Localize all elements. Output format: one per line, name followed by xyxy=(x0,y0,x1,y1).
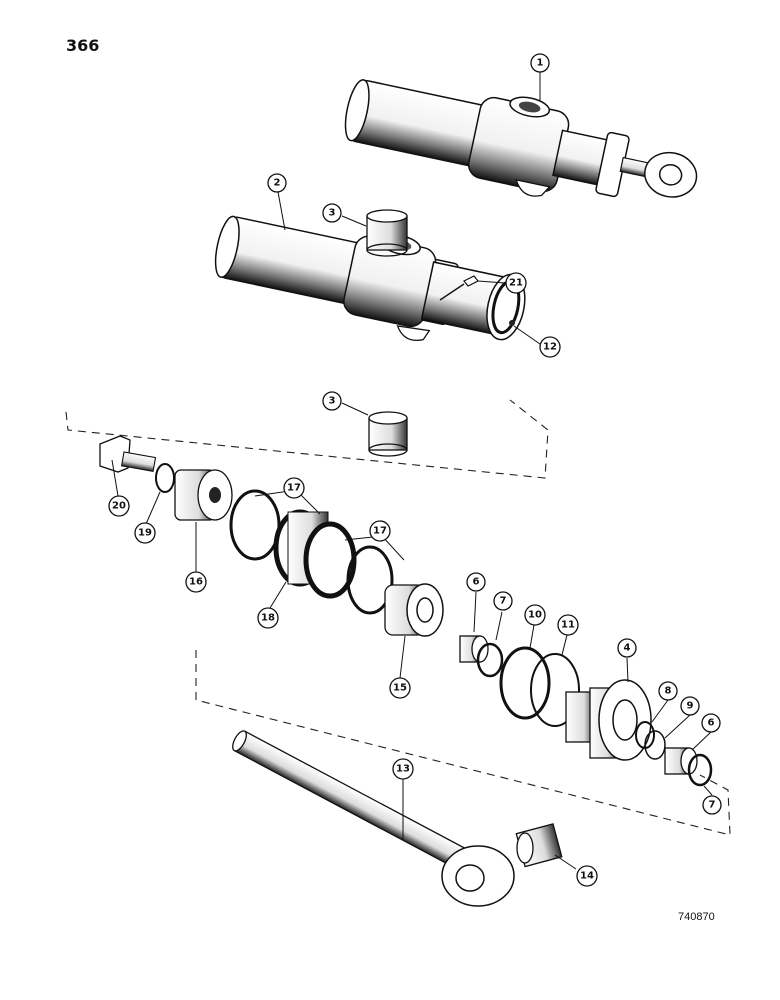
wear-ring xyxy=(229,489,281,561)
callout-17-second: 17 xyxy=(369,520,391,542)
callout-1: 1 xyxy=(530,53,550,73)
dashed-group-boundary-lower xyxy=(195,650,731,836)
svg-text:10: 10 xyxy=(528,610,542,621)
callout-6-second: 6 xyxy=(701,713,721,733)
set-screw xyxy=(509,320,515,326)
cylinder-head xyxy=(565,679,652,761)
washer xyxy=(155,463,175,493)
svg-text:18: 18 xyxy=(261,613,275,624)
spacer xyxy=(384,583,444,637)
svg-text:2: 2 xyxy=(274,178,281,189)
piston-rod xyxy=(232,730,484,879)
callout-7-second: 7 xyxy=(702,795,722,815)
page-number: 366 xyxy=(66,36,100,55)
callout-16: 16 xyxy=(185,571,207,593)
callout-7-first: 7 xyxy=(493,591,513,611)
rod-bushing xyxy=(515,823,563,868)
callout-15: 15 xyxy=(389,677,411,699)
bushing-upper xyxy=(366,209,408,257)
figure-code: 740870 xyxy=(678,911,715,923)
svg-text:6: 6 xyxy=(473,577,480,588)
callout-14: 14 xyxy=(576,865,598,887)
callout-12: 12 xyxy=(539,336,561,358)
svg-text:17: 17 xyxy=(373,526,387,537)
assembled-cylinder xyxy=(344,79,698,198)
backup-ring xyxy=(530,653,580,727)
svg-text:13: 13 xyxy=(396,764,410,775)
callout-20: 20 xyxy=(108,495,130,517)
svg-text:14: 14 xyxy=(580,871,594,882)
svg-text:21: 21 xyxy=(509,278,523,289)
callout-19: 19 xyxy=(134,522,156,544)
rod-eye xyxy=(441,845,515,907)
svg-text:16: 16 xyxy=(189,577,203,588)
leader-lines xyxy=(111,72,713,870)
snap-ring xyxy=(644,730,666,760)
piston xyxy=(273,509,357,599)
wear-ring-2 xyxy=(346,545,394,615)
svg-text:11: 11 xyxy=(561,620,575,631)
callout-13: 13 xyxy=(392,758,414,780)
callout-11: 11 xyxy=(557,614,579,636)
callout-9: 9 xyxy=(680,696,700,716)
bushing-lower xyxy=(368,411,408,457)
svg-text:3: 3 xyxy=(329,208,336,219)
svg-text:6: 6 xyxy=(708,718,715,729)
svg-text:4: 4 xyxy=(624,643,631,654)
svg-text:15: 15 xyxy=(393,683,407,694)
o-ring-small xyxy=(687,753,713,787)
callout-18: 18 xyxy=(257,607,279,629)
callout-21: 21 xyxy=(505,272,527,294)
svg-text:7: 7 xyxy=(500,596,507,607)
piston-nut xyxy=(174,469,233,521)
wiper-seal xyxy=(664,747,698,775)
callout-17-first: 17 xyxy=(283,477,305,499)
bolt xyxy=(99,435,157,473)
callout-2: 2 xyxy=(267,173,287,193)
svg-text:1: 1 xyxy=(537,58,544,69)
svg-text:17: 17 xyxy=(287,483,301,494)
svg-text:19: 19 xyxy=(138,528,152,539)
svg-text:9: 9 xyxy=(687,701,694,712)
callout-10: 10 xyxy=(524,604,546,626)
callout-8: 8 xyxy=(658,681,678,701)
svg-text:3: 3 xyxy=(329,396,336,407)
callout-3-lower: 3 xyxy=(322,391,342,411)
svg-text:20: 20 xyxy=(112,501,126,512)
svg-text:8: 8 xyxy=(665,686,672,697)
svg-text:7: 7 xyxy=(709,800,716,811)
svg-text:12: 12 xyxy=(543,342,557,353)
rod-seal xyxy=(459,635,489,663)
callout-3-upper: 3 xyxy=(322,203,342,223)
callout-6-first: 6 xyxy=(466,572,486,592)
dashed-group-boundary-upper xyxy=(65,399,549,479)
o-ring xyxy=(476,642,504,678)
callout-4: 4 xyxy=(617,638,637,658)
o-ring-large xyxy=(499,646,551,720)
